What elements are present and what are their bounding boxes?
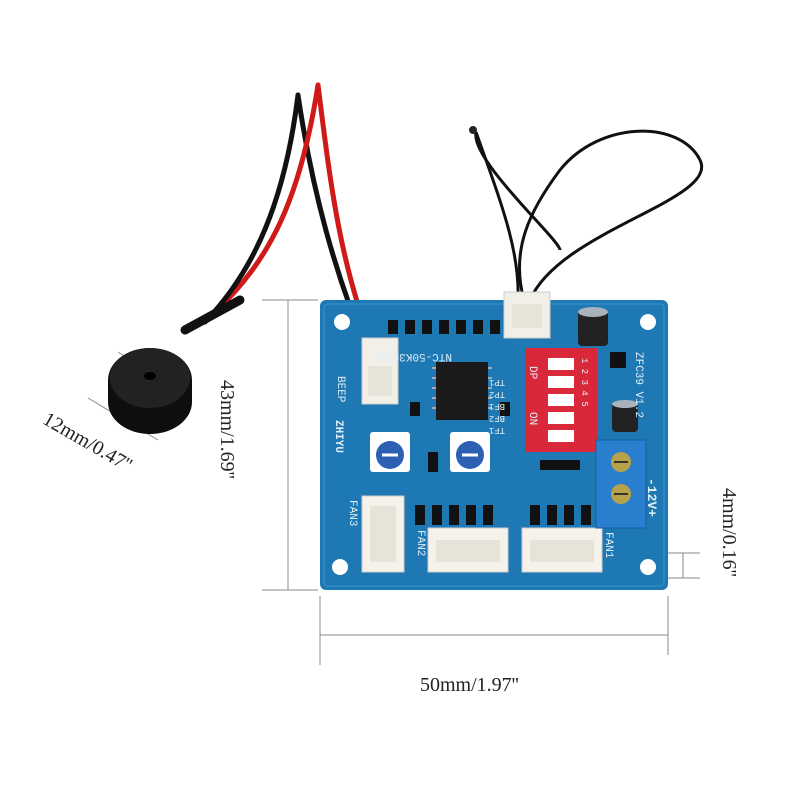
ic-chip [436, 362, 488, 420]
beep-label: BEEP [334, 376, 346, 403]
hole-margin-dimension-label: 4mm/0.16'' [718, 488, 740, 577]
potentiometer-1 [370, 432, 410, 472]
fan3-label: FAN3 [346, 500, 358, 526]
setting-tp1: TP1 [489, 377, 505, 387]
sensor-connector [503, 291, 551, 339]
fan1-label: FAN1 [602, 532, 614, 559]
setting-tf1: TF1 [489, 425, 505, 435]
capacitor-1 [578, 307, 608, 346]
smd-components [388, 320, 626, 525]
power-label: -12V+ [644, 478, 659, 517]
model-label: ZFC39 V1.2 [632, 352, 644, 418]
fan2-connector [427, 527, 509, 573]
thermistor-probe [469, 126, 704, 301]
fan2-label: FAN2 [414, 530, 426, 556]
setting-tp2: TP2 [489, 389, 505, 399]
dip-header-label: DP [526, 366, 538, 380]
dip-switch [525, 348, 597, 452]
setting-bf2: BF2 [489, 413, 505, 423]
dip-numbers-label: 1 2 3 4 5 [579, 358, 589, 407]
ic-pins [432, 367, 492, 409]
mounting-holes [332, 314, 656, 575]
capacitor-2 [612, 400, 638, 432]
fan1-connector [521, 527, 603, 573]
setting-bf1: BF1 [489, 401, 505, 411]
beep-connector [361, 337, 399, 405]
potentiometer-2 [450, 432, 490, 472]
brand-label: ZHIYU [332, 420, 344, 453]
fan3-connector [361, 495, 405, 573]
width-dimension-label: 50mm/1.97'' [420, 674, 519, 696]
pcb-board: BEEP NTC-50K3950 ZFC39 V1.2 -12V+ ZHIYU … [320, 291, 668, 590]
sensor-spec-label: NTC-50K3950 [379, 350, 452, 362]
dip-on-label: ON [526, 412, 538, 425]
buzzer [108, 348, 192, 434]
height-dimension-label: 43mm/1.69'' [216, 380, 238, 479]
power-terminal-block [595, 439, 647, 529]
